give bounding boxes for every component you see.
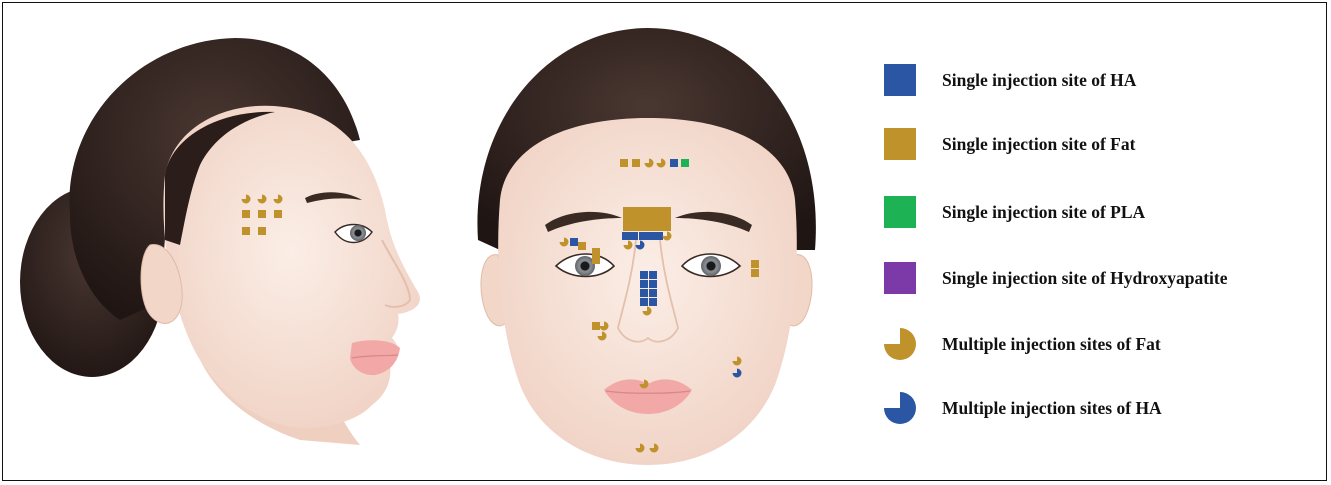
single-injection-site-marker xyxy=(647,232,655,240)
single-injection-site-marker xyxy=(639,223,647,231)
legend-item-multiple-ha: Multiple injection sites of HA xyxy=(884,392,1162,424)
profile-face xyxy=(20,38,420,445)
single-injection-site-marker xyxy=(258,210,266,218)
single-injection-site-marker xyxy=(751,269,759,277)
single-injection-site-marker xyxy=(647,207,655,215)
pacman-icon xyxy=(884,328,916,360)
single-injection-site-marker xyxy=(670,159,678,167)
single-injection-site-marker xyxy=(640,289,648,297)
square-icon xyxy=(884,64,916,96)
single-injection-site-marker xyxy=(623,207,631,215)
single-injection-site-marker xyxy=(258,227,266,235)
square-icon xyxy=(884,128,916,160)
single-injection-site-marker xyxy=(649,271,657,279)
legend-label: Single injection site of HA xyxy=(942,70,1136,91)
pacman-icon xyxy=(884,392,916,424)
single-injection-site-marker xyxy=(620,159,628,167)
single-injection-site-marker xyxy=(640,280,648,288)
legend-label: Single injection site of PLA xyxy=(942,202,1145,223)
single-injection-site-marker xyxy=(681,159,689,167)
single-injection-site-marker xyxy=(647,215,655,223)
single-injection-site-marker xyxy=(592,256,600,264)
single-injection-site-marker xyxy=(655,223,663,231)
single-injection-site-marker xyxy=(592,322,600,330)
legend-item-fat: Single injection site of Fat xyxy=(884,128,1135,160)
single-injection-site-marker xyxy=(663,215,671,223)
single-injection-site-marker xyxy=(622,232,630,240)
legend-label: Multiple injection sites of HA xyxy=(942,398,1162,419)
single-injection-site-marker xyxy=(242,227,250,235)
single-injection-site-marker xyxy=(640,271,648,279)
legend-item-multiple-fat: Multiple injection sites of Fat xyxy=(884,328,1161,360)
frontal-face xyxy=(477,28,815,465)
single-injection-site-marker xyxy=(639,207,647,215)
single-injection-site-marker xyxy=(631,223,639,231)
legend-item-pla: Single injection site of PLA xyxy=(884,196,1145,228)
square-icon xyxy=(884,262,916,294)
single-injection-site-marker xyxy=(655,232,663,240)
single-injection-site-marker xyxy=(592,248,600,256)
legend-item-hydroxyapatite: Single injection site of Hydroxyapatite xyxy=(884,262,1228,294)
single-injection-site-marker xyxy=(655,207,663,215)
single-injection-site-marker xyxy=(751,260,759,268)
single-injection-site-marker xyxy=(242,210,250,218)
single-injection-site-marker xyxy=(578,242,586,250)
square-icon xyxy=(884,196,916,228)
legend-label: Single injection site of Hydroxyapatite xyxy=(942,268,1228,289)
single-injection-site-marker xyxy=(655,215,663,223)
single-injection-site-marker xyxy=(623,223,631,231)
single-injection-site-marker xyxy=(630,232,638,240)
single-injection-site-marker xyxy=(570,238,578,246)
single-injection-site-marker xyxy=(649,298,657,306)
legend-label: Multiple injection sites of Fat xyxy=(942,334,1161,355)
single-injection-site-marker xyxy=(663,223,671,231)
legend-label: Single injection site of Fat xyxy=(942,134,1135,155)
single-injection-site-marker xyxy=(639,215,647,223)
single-injection-site-marker xyxy=(649,280,657,288)
single-injection-site-marker xyxy=(274,210,282,218)
single-injection-site-marker xyxy=(623,215,631,223)
single-injection-site-marker xyxy=(639,232,647,240)
single-injection-site-marker xyxy=(632,159,640,167)
single-injection-site-marker xyxy=(631,215,639,223)
single-injection-site-marker xyxy=(649,289,657,297)
single-injection-site-marker xyxy=(640,298,648,306)
single-injection-site-marker xyxy=(631,207,639,215)
single-injection-site-marker xyxy=(647,223,655,231)
legend-item-ha: Single injection site of HA xyxy=(884,64,1136,96)
single-injection-site-marker xyxy=(663,207,671,215)
